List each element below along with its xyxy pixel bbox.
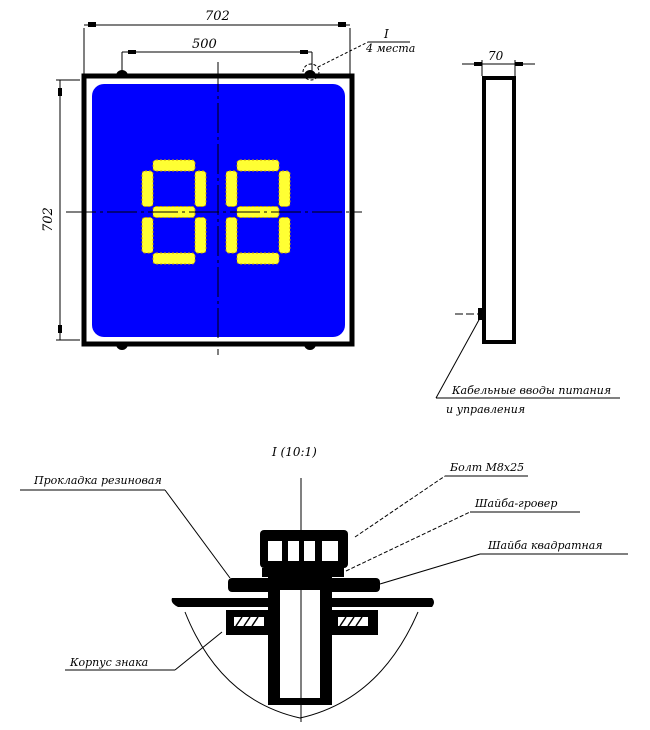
cable-note-line1: Кабельные вводы питания bbox=[451, 384, 611, 397]
label-spring-washer: Шайба-гровер bbox=[474, 497, 557, 510]
mount-bolt-icon bbox=[304, 344, 316, 350]
cable-note-line2: и управления bbox=[446, 403, 525, 416]
label-square-washer: Шайба квадратная bbox=[487, 539, 603, 552]
height-dimension: 702 bbox=[41, 207, 56, 232]
digit-segment bbox=[141, 170, 154, 207]
digit-segment bbox=[152, 159, 196, 172]
front-view: 702 500 702 88 I 4 места bbox=[0, 0, 415, 355]
spring-washer bbox=[262, 568, 344, 577]
side-view: 70 Кабельные вводы питания и управления bbox=[435, 49, 620, 416]
label-bolt: Болт М8х25 bbox=[449, 461, 524, 474]
digit-segment bbox=[225, 217, 238, 254]
detail-view: I (10:1) Болт М8х25 Шайба-гровер Шайба к… bbox=[20, 445, 628, 722]
digit-segment bbox=[194, 170, 207, 207]
side-profile bbox=[482, 76, 516, 344]
digit-segment bbox=[225, 170, 238, 207]
callout-note: 4 места bbox=[365, 42, 415, 55]
digit-segment bbox=[236, 159, 280, 172]
digit-segment bbox=[141, 217, 154, 254]
digit-segment bbox=[278, 217, 291, 254]
detail-callout-circle bbox=[302, 63, 320, 81]
cable-entry bbox=[478, 308, 484, 320]
callout-ref: I bbox=[383, 27, 389, 41]
display-digits-text: 88 bbox=[0, 0, 2, 1]
mount-bolt-icon bbox=[116, 70, 128, 76]
mount-bolt-icon bbox=[304, 70, 316, 76]
seven-segment-digits bbox=[141, 159, 291, 265]
detail-title: I (10:1) bbox=[271, 445, 317, 459]
mount-dimension: 500 bbox=[192, 37, 217, 52]
digit-segment bbox=[152, 252, 196, 265]
depth-dimension: 70 bbox=[488, 49, 504, 63]
digit-segment bbox=[194, 217, 207, 254]
label-rubber-gasket: Прокладка резиновая bbox=[33, 474, 162, 487]
detail-boundary-arc bbox=[184, 611, 419, 719]
digit-segment bbox=[236, 252, 280, 265]
mount-bolt-icon bbox=[116, 344, 128, 350]
digit-segment bbox=[278, 170, 291, 207]
width-dimension: 702 bbox=[205, 9, 230, 24]
label-sign-body: Корпус знака bbox=[69, 656, 148, 669]
